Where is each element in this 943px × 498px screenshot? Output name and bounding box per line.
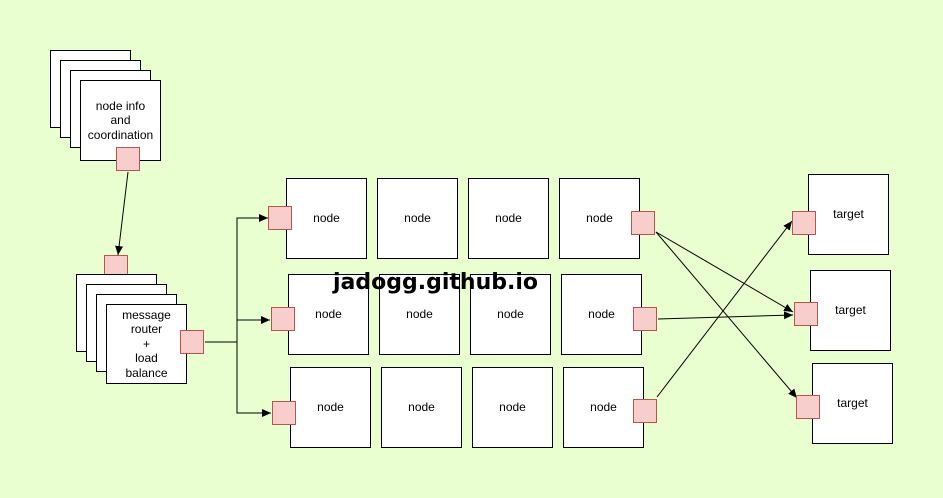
target-1-port <box>792 211 816 235</box>
row3-input-port <box>272 401 296 425</box>
target-3: target <box>812 363 893 444</box>
router-label-line: message <box>122 307 171 322</box>
target-2: target <box>810 270 891 351</box>
node-r2-c3: node <box>470 274 551 355</box>
node-r2-c2: node <box>379 274 460 355</box>
node-r3-c3: node <box>472 367 553 448</box>
edge-row1-to-target3 <box>655 231 798 399</box>
edge-row1-to-target2 <box>655 231 794 313</box>
edge-coordination-to-router <box>115 171 129 256</box>
node-r2-c4: node <box>561 274 642 355</box>
node-r3-c2: node <box>381 367 462 448</box>
row2-input-port <box>271 307 295 331</box>
router-label-line: + <box>142 336 150 351</box>
router-label-line: load <box>135 351 158 366</box>
message-router-node: message router + load balance <box>106 304 187 384</box>
edge-router-to-row2 <box>205 316 270 343</box>
row1-output-port <box>631 211 655 235</box>
target-2-port <box>794 302 818 326</box>
row3-output-port <box>633 399 657 423</box>
router-label-line: router <box>130 322 163 337</box>
node-r2-c1: node <box>288 274 369 355</box>
row1-input-port <box>268 206 292 230</box>
node-r1-c2: node <box>377 178 458 259</box>
node-r1-c4: node <box>559 178 640 259</box>
coordination-label-line: and <box>110 113 131 128</box>
node-r3-c4: node <box>563 367 644 448</box>
edge-router-to-row3 <box>205 341 271 417</box>
edge-row2-to-target2 <box>657 311 794 320</box>
watermark-text: jadogg.github.io <box>333 270 538 295</box>
coordination-port <box>116 147 140 171</box>
target-3-port <box>796 395 820 419</box>
coordination-label-line: node info <box>95 98 146 113</box>
target-1: target <box>808 174 889 255</box>
node-r1-c3: node <box>468 178 549 259</box>
router-output-port <box>180 330 204 354</box>
node-r3-c1: node <box>290 367 371 448</box>
coordination-label-line: coordination <box>87 127 154 142</box>
node-r1-c1: node <box>286 178 367 259</box>
router-label-line: balance <box>125 365 168 380</box>
edge-row3-to-target1 <box>656 220 793 398</box>
row2-output-port <box>633 307 657 331</box>
